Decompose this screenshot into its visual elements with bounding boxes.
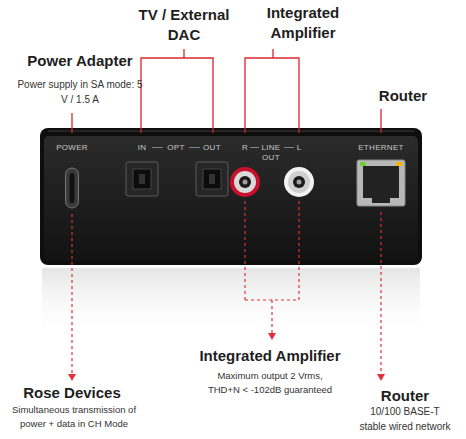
device-body xyxy=(44,136,418,261)
callout-bracket xyxy=(380,109,381,133)
port-label: OUT xyxy=(262,153,280,163)
leader-line xyxy=(271,300,272,333)
optical-port xyxy=(209,174,215,184)
optical-port xyxy=(196,162,228,196)
port-label: L xyxy=(297,143,302,153)
usb-c-port xyxy=(66,168,79,208)
port-dashes xyxy=(284,147,294,148)
port-dashes xyxy=(189,147,200,148)
rca-jack xyxy=(284,167,314,197)
reflection xyxy=(42,268,420,338)
ethernet-port xyxy=(372,198,390,203)
port-label: OPT xyxy=(167,143,184,153)
device-body xyxy=(40,128,422,265)
arrow-head xyxy=(268,333,276,340)
optical-port xyxy=(133,169,151,189)
usb-c-port xyxy=(70,173,75,203)
callout-note: Maximum output 2 Vrms, THD+N < -102dB gu… xyxy=(202,369,338,397)
callout-heading: TV / External DAC xyxy=(135,5,233,45)
ethernet-port xyxy=(396,162,402,166)
port-dashes xyxy=(152,147,163,148)
rca-jack xyxy=(288,171,310,193)
ethernet-port xyxy=(357,160,405,206)
optical-port xyxy=(126,162,158,196)
optical-port xyxy=(139,174,145,184)
rca-jack xyxy=(234,171,256,193)
callout-note: Power supply in SA mode: 5 V / 1.5 A xyxy=(17,78,143,107)
port-label: IN xyxy=(138,143,147,153)
rca-jack xyxy=(239,176,251,188)
rca-jack xyxy=(293,176,305,188)
ethernet-port xyxy=(360,162,366,166)
port-label: POWER xyxy=(56,143,88,153)
callout-bracket xyxy=(272,49,273,58)
callout-heading: Integrated Amplifier xyxy=(165,346,375,366)
rca-jack xyxy=(243,180,248,185)
callout-heading: Power Adapter xyxy=(13,51,147,71)
arrow-head xyxy=(68,374,76,381)
callout-heading: Router xyxy=(363,86,443,106)
port-label: ETHERNET xyxy=(358,143,404,153)
callout-bracket xyxy=(183,49,184,58)
callout-bracket xyxy=(141,58,213,133)
ethernet-port xyxy=(363,166,399,198)
rca-jack xyxy=(297,180,302,185)
device-body xyxy=(40,128,422,265)
leader-line xyxy=(244,201,245,300)
port-dashes xyxy=(250,147,259,148)
port-label: OUT xyxy=(203,143,221,153)
callout-heading: Rose Devices xyxy=(7,383,137,403)
rca-jack xyxy=(230,167,314,197)
leader-line xyxy=(380,212,381,374)
device-body xyxy=(48,131,414,132)
callout-bracket xyxy=(245,58,299,133)
rca-jack xyxy=(230,167,260,197)
reflection xyxy=(42,268,420,338)
port-label: LINE xyxy=(262,143,281,153)
leader-line xyxy=(298,201,299,300)
callout-heading: Router xyxy=(355,386,455,406)
callout-bracket xyxy=(71,113,72,133)
arrow-head xyxy=(377,374,385,381)
leader-line xyxy=(71,214,72,374)
callout-note: 10/100 BASE-T stable wired network xyxy=(357,405,453,434)
ethernet-port xyxy=(357,160,405,206)
optical-port xyxy=(126,162,228,196)
callout-note: Simultaneous transmission of power + dat… xyxy=(4,403,144,431)
callout-heading: Integrated Amplifier xyxy=(243,3,363,43)
leader-line xyxy=(72,201,381,374)
usb-c-port xyxy=(66,168,79,208)
port-label: R xyxy=(242,143,248,153)
optical-port xyxy=(203,169,221,189)
